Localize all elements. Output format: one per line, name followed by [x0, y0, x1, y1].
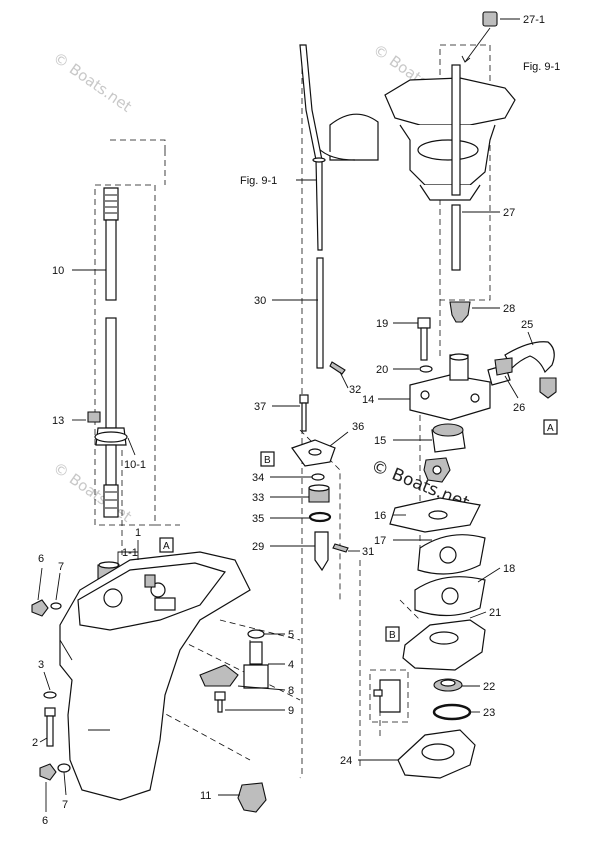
part-11-pinion-gear	[218, 782, 267, 813]
callout-20: 20	[376, 364, 388, 376]
callout-3: 3	[38, 659, 44, 671]
svg-text:A: A	[163, 541, 170, 552]
part-32-pin	[329, 361, 349, 389]
callout-17: 17	[374, 535, 386, 547]
callout-33: 33	[252, 492, 264, 504]
callout-23: 23	[483, 707, 495, 719]
watermark: © Boats.net	[50, 49, 135, 116]
callout-21: 21	[489, 607, 501, 619]
impeller	[423, 457, 451, 483]
part-35-o-ring	[270, 511, 332, 523]
callout-19: 19	[376, 318, 388, 330]
part-31-pin	[332, 543, 360, 553]
ref-box-a-upper: A	[159, 537, 174, 553]
callout-22: 22	[483, 681, 495, 693]
part-7-washer	[50, 572, 62, 610]
callout-34: 34	[252, 472, 264, 484]
part-28-grommet	[449, 301, 500, 323]
part-6-nut-lower	[39, 763, 57, 812]
upper-casing-reference	[317, 77, 516, 201]
callout-fig-9-1-left: Fig. 9-1	[240, 175, 277, 187]
callout-18: 18	[503, 563, 515, 575]
part-6-nut	[31, 567, 49, 617]
part-26-grommet	[494, 357, 557, 399]
callout-30: 30	[254, 295, 266, 307]
part-3-washer	[43, 671, 57, 699]
callout-16: 16	[374, 510, 386, 522]
callout-10-1: 10-1	[124, 459, 146, 471]
callout-2: 2	[32, 737, 38, 749]
callout-32: 32	[349, 384, 361, 396]
part-19-bolt	[393, 317, 431, 361]
part-5-washer	[247, 629, 285, 639]
callout-36: 36	[352, 421, 364, 433]
part-8-shift-cam	[199, 664, 286, 691]
ref-box-a-right: A	[543, 419, 558, 435]
part-7-washer-lower	[57, 763, 71, 796]
callout-1-1: 1-1	[122, 547, 138, 559]
part-33-bushing	[270, 484, 330, 503]
seal-removal-tool	[369, 669, 409, 723]
part-10-drive-shaft	[72, 187, 136, 518]
callout-8: 8	[288, 685, 294, 697]
callout-1: 1	[135, 527, 141, 539]
svg-text:A: A	[547, 423, 554, 434]
part-27-water-tube	[451, 64, 500, 271]
part-17-gasket	[393, 534, 486, 575]
ref-box-b-right: B	[385, 626, 400, 642]
part-16-insert-cartridge	[389, 497, 481, 533]
callout-25: 25	[521, 319, 533, 331]
svg-text:B: B	[389, 630, 396, 641]
part-27-1-nut	[461, 11, 520, 63]
part-2-bolt	[39, 707, 56, 747]
callout-4: 4	[288, 659, 294, 671]
part-34-o-ring	[270, 473, 325, 481]
part-1-lower-casing	[59, 540, 251, 801]
callout-26: 26	[513, 402, 525, 414]
part-9-screw	[214, 691, 285, 713]
callout-28: 28	[503, 303, 515, 315]
callout-31: 31	[362, 546, 374, 558]
callout-35: 35	[252, 513, 264, 525]
callout-11: 11	[200, 790, 211, 802]
part-22-oil-seal	[433, 678, 480, 692]
part-4-bolt	[243, 641, 285, 689]
part-30-shift-rod	[272, 44, 326, 369]
part-18-outer-plate	[414, 567, 501, 617]
callout-14: 14	[362, 394, 374, 406]
callout-10: 10	[52, 265, 64, 277]
part-29-shift-rod-lever	[270, 531, 329, 572]
callout-5: 5	[288, 629, 294, 641]
callout-7b: 7	[62, 799, 68, 811]
callout-fig-9-1-top: Fig. 9-1	[523, 61, 560, 73]
callout-24: 24	[340, 755, 352, 767]
callout-9: 9	[288, 705, 294, 717]
ref-box-b-left: B	[260, 451, 275, 467]
callout-15: 15	[374, 435, 386, 447]
callout-27: 27	[503, 207, 515, 219]
callout-labels: 27-1 Fig. 9-1 Fig. 9-1 27 10 30 28 19 25…	[32, 14, 560, 827]
part-20-washer	[393, 365, 433, 373]
part-14-pump-housing	[378, 353, 511, 421]
callout-7a: 7	[58, 561, 64, 573]
callout-6b: 6	[42, 815, 48, 827]
callout-6a: 6	[38, 553, 44, 565]
part-23-o-ring	[432, 703, 480, 721]
part-37-bolt	[272, 394, 309, 432]
part-36-seal-plate	[291, 431, 349, 467]
part-15-impeller-housing	[393, 423, 466, 453]
callout-37: 37	[254, 401, 266, 413]
callout-29: 29	[252, 541, 264, 553]
part-25-hose	[504, 331, 555, 374]
callout-27-1: 27-1	[523, 14, 545, 26]
part-24-gasket	[358, 729, 476, 779]
callout-13: 13	[52, 415, 64, 427]
part-21-pump-base	[402, 611, 487, 671]
svg-text:B: B	[264, 455, 271, 466]
part-13-key	[87, 411, 101, 423]
